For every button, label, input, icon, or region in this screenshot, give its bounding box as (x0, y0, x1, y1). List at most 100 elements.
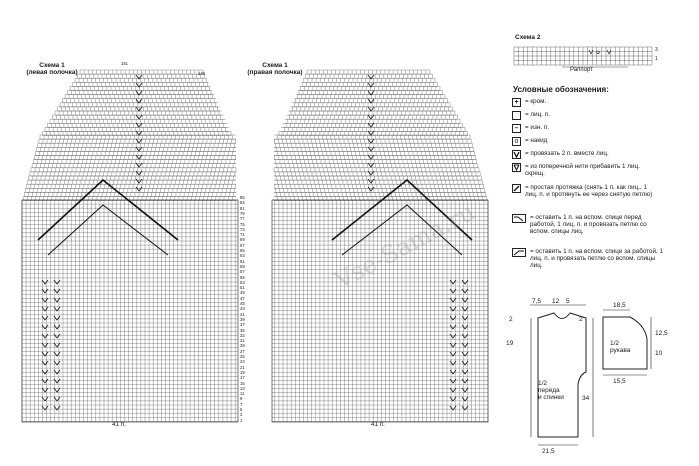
body-center-line3: и спинки (538, 394, 564, 401)
left-row-label: 43 (240, 306, 245, 312)
left-row-label-149: 149 (198, 71, 205, 76)
legend-item-purl: – = изн. п. (512, 124, 660, 133)
legend-item-increase: = из поперечной нити прибавить 1 лиц. ск… (512, 163, 660, 177)
legend-item-knit: = лиц. п. (512, 111, 660, 120)
left-row-label: 71 (240, 232, 245, 238)
left-row-label: 85 (240, 195, 245, 200)
left-chart-title: Схема 1 (левая полочка) (22, 62, 82, 76)
legend-text: = накид (525, 137, 548, 144)
cable-back-icon (512, 248, 526, 257)
legend-text: = оставить 1 п. на вспом. спице перед ра… (530, 214, 647, 236)
body-top-label-2: 12 (552, 298, 560, 305)
sleeve-right-label-1: 12,5 (655, 330, 668, 337)
blank-square-icon (512, 111, 521, 120)
left-row-label: 53 (240, 279, 245, 285)
left-row-label: 61 (240, 258, 245, 264)
left-row-label: 83 (240, 200, 245, 206)
left-row-label: 1 (240, 417, 243, 423)
left-row-label: 31 (240, 338, 245, 344)
left-row-label: 79 (240, 210, 245, 216)
body-center-label: 1/2 переда и спинки (538, 380, 564, 401)
legend-text: = из поперечной нити прибавить 1 лиц. ск… (525, 163, 640, 178)
sleeve-center-label: 1/2 рукава (610, 340, 630, 354)
plus-icon: + (512, 98, 521, 107)
left-row-label: 39 (240, 316, 245, 322)
legend-item-yarnover: o = накид (512, 137, 660, 146)
sleeve-bottom-label: 15,5 (613, 378, 626, 385)
legend-text: = оставить 1 п. на вспом. спице за работ… (530, 248, 664, 270)
left-row-label: 13 (240, 385, 245, 391)
legend-item-skp: = простая протяжка (снять 1 п. как лиц.,… (512, 184, 660, 198)
left-row-label-151: 151 (121, 61, 128, 66)
left-row-label: 21 (240, 364, 245, 370)
left-row-label: 15 (240, 380, 245, 386)
left-row-label: 47 (240, 295, 245, 301)
legend-item-k2tog: = провязать 2 п. вместе лиц. (512, 150, 660, 159)
legend-item-cable-back: = оставить 1 п. на вспом. спице за работ… (512, 248, 665, 270)
left-row-label: 33 (240, 332, 245, 338)
legend-item-cable-front: = оставить 1 п. на вспом. спице перед ра… (512, 214, 665, 236)
body-top-label-1: 7,5 (532, 298, 542, 305)
right-stitch-count: 41 п. (371, 421, 385, 428)
sleeve-top-label: 18,5 (613, 302, 626, 309)
left-row-label: 51 (240, 285, 245, 291)
body-center-line2: переда (538, 387, 560, 394)
legend-text: = простая протяжка (снять 1 п. как лиц.,… (525, 184, 653, 199)
scheme2-rapport-label: Раппорт (570, 67, 593, 73)
cable-front-icon (512, 214, 526, 223)
left-row-label: 7 (240, 401, 243, 407)
increase-icon (512, 163, 521, 172)
left-row-label: 81 (240, 205, 245, 211)
left-row-label: 49 (240, 290, 245, 296)
sleeve-right-label-2: 10 (655, 350, 663, 357)
left-row-label: 35 (240, 327, 245, 333)
legend-heading: Условные обозначения: (513, 85, 609, 94)
legend-text: = провязать 2 п. вместе лиц. (525, 150, 609, 157)
left-row-label: 67 (240, 242, 245, 248)
left-row-label: 57 (240, 269, 245, 275)
legend-text: = лиц. п. (525, 111, 550, 118)
body-left-label-1: 2 (509, 316, 513, 323)
sleeve-schematic-outline (602, 309, 652, 376)
left-row-label: 45 (240, 301, 245, 306)
left-row-label: 9 (240, 396, 243, 402)
left-row-label: 19 (240, 369, 245, 375)
left-row-label: 3 (240, 412, 243, 418)
left-knitting-chart (21, 69, 239, 423)
right-chart-title: Схема 1 (правая полочка) (243, 62, 307, 76)
left-chart-title-line1: Схема 1 (39, 62, 65, 69)
sleeve-center-line1: 1/2 (610, 340, 620, 347)
left-row-label: 59 (240, 263, 245, 269)
left-stitch-count: 41 п. (112, 421, 126, 428)
left-row-label: 11 (240, 391, 245, 397)
sleeve-center-line2: рукава (610, 347, 631, 354)
left-row-label: 73 (240, 226, 245, 232)
body-schematic-outline (530, 304, 594, 446)
body-center-line1: 1/2 (538, 380, 548, 387)
k2tog-icon (512, 150, 521, 159)
left-row-label: 65 (240, 248, 245, 253)
left-chart-title-line2: (левая полочка) (26, 69, 78, 76)
body-right-label-2: 34 (582, 395, 590, 402)
scheme2-row-3: 3 (655, 47, 658, 53)
left-row-label: 17 (240, 375, 245, 381)
left-row-label: 41 (240, 311, 245, 317)
legend-text: = изн. п. (525, 124, 549, 131)
body-right-label-1: 2 (579, 316, 583, 323)
legend-item-selvage: + = кром. (512, 98, 660, 107)
legend-text: = кром. (525, 98, 547, 105)
left-row-label: 25 (240, 354, 245, 359)
left-row-label: 77 (240, 216, 245, 222)
right-chart-title-line1: Схема 1 (262, 62, 288, 69)
left-row-label: 63 (240, 253, 245, 259)
left-row-label: 29 (240, 343, 245, 349)
body-top-label-3: 5 (566, 298, 570, 305)
skp-icon (512, 184, 521, 193)
body-left-label-2: 19 (506, 340, 514, 347)
right-knitting-chart (271, 69, 489, 423)
circle-icon: o (512, 137, 521, 146)
left-row-label: 5 (240, 407, 243, 412)
right-chart-title-line2: (правая полочка) (247, 69, 303, 76)
scheme2-row-1: 1 (655, 56, 658, 62)
